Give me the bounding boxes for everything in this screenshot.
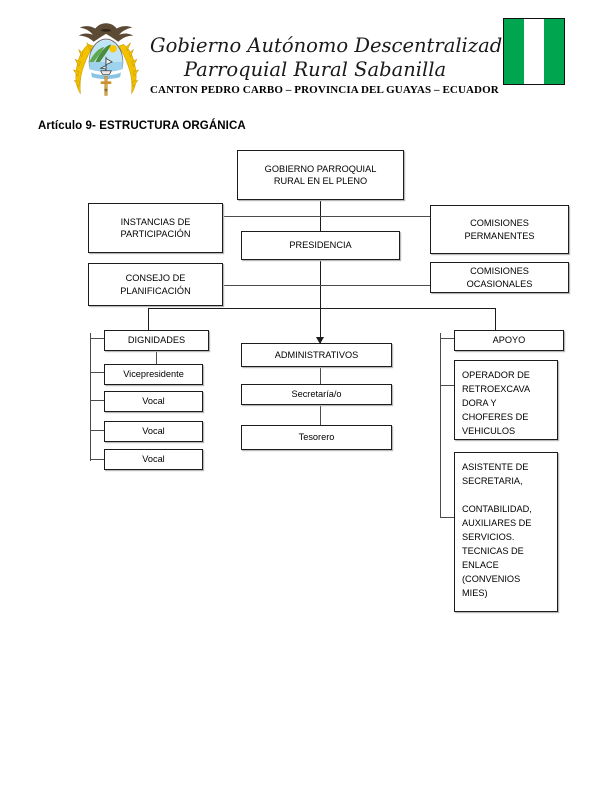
node-label: OPERADOR DE RETROEXCAVA DORA Y CHOFERES …: [462, 370, 531, 436]
svg-text:★: ★: [103, 87, 109, 94]
node-vocal-3[interactable]: Vocal: [104, 449, 203, 470]
node-label: CONSEJO DE PLANIFICACIÓN: [120, 273, 191, 296]
org-title-line-2: Parroquial Rural Sabanilla: [183, 58, 447, 81]
node-label: Vocal: [142, 396, 165, 407]
node-consejo-planificacion[interactable]: CONSEJO DE PLANIFICACIÓN: [88, 263, 223, 306]
bracket-apoyo-spine: [440, 333, 441, 518]
node-label: APOYO: [492, 335, 526, 346]
bracket-stub-dignidades: [90, 338, 104, 339]
node-gobierno-parroquial-pleno[interactable]: GOBIERNO PARROQUIAL RURAL EN EL PLENO: [237, 150, 404, 200]
node-label: COMISIONES OCASIONALES: [466, 266, 533, 289]
connector-administrativos-secretaria: [320, 367, 321, 384]
node-tesorero[interactable]: Tesorero: [241, 425, 392, 450]
node-administrativos[interactable]: ADMINISTRATIVOS: [241, 343, 392, 367]
node-asistente-secretaria[interactable]: ASISTENTE DE SECRETARIA, CONTABILIDAD, A…: [454, 452, 558, 612]
node-dignidades[interactable]: DIGNIDADES: [104, 330, 209, 351]
node-comisiones-ocasionales[interactable]: COMISIONES OCASIONALES: [430, 262, 569, 293]
node-label: ADMINISTRATIVOS: [274, 349, 359, 360]
flag-band-center: [524, 19, 544, 84]
bracket-stub-vicepresidente: [90, 372, 104, 373]
page-title: Artículo 9- ESTRUCTURA ORGÁNICA: [38, 120, 246, 132]
flag-band-right: [544, 19, 564, 84]
connector-drop-dignidades: [148, 308, 149, 331]
org-subtitle: CANTON PEDRO CARBO – PROVINCIA DEL GUAYA…: [150, 84, 499, 96]
document-header: ★ Gobierno Autónomo Descentralizado Parr…: [0, 0, 612, 112]
arrow-to-administrativos-icon: [316, 337, 324, 344]
node-operador-retroexcavadora[interactable]: OPERADOR DE RETROEXCAVA DORA Y CHOFERES …: [454, 360, 558, 440]
bracket-stub-vocal-2: [90, 430, 104, 431]
node-label: Vocal: [142, 426, 165, 437]
node-comisiones-permanentes[interactable]: COMISIONES PERMANENTES: [430, 205, 569, 254]
connector-dignidades-vicepresidente: [156, 351, 157, 365]
node-presidencia[interactable]: PRESIDENCIA: [241, 231, 400, 260]
node-label: Tesorero: [298, 432, 335, 443]
node-vicepresidente[interactable]: Vicepresidente: [104, 364, 203, 385]
bracket-stub-asistente: [440, 517, 454, 518]
ecuador-coat-of-arms-icon: ★: [62, 18, 150, 106]
connector-tier3-bar: [148, 308, 496, 309]
connector-pleno-vertical: [320, 200, 321, 344]
node-label: INSTANCIAS DE PARTICIPACIÓN: [120, 216, 191, 240]
node-vocal-2[interactable]: Vocal: [104, 421, 203, 442]
node-label: COMISIONES PERMANENTES: [464, 218, 535, 241]
node-label: PRESIDENCIA: [289, 240, 352, 251]
node-instancias-participacion[interactable]: INSTANCIAS DE PARTICIPACIÓN: [88, 203, 223, 253]
node-secretaria[interactable]: Secretaría/o: [241, 384, 392, 405]
flag-band-left: [504, 19, 524, 84]
node-label: ASISTENTE DE SECRETARIA, CONTABILIDAD, A…: [462, 462, 532, 598]
connector-instancias-comisiones: [222, 216, 432, 217]
node-label: DIGNIDADES: [127, 335, 186, 346]
node-label: Vicepresidente: [123, 369, 184, 380]
node-label: Secretaría/o: [291, 389, 342, 400]
node-apoyo[interactable]: APOYO: [454, 330, 564, 351]
connector-secretaria-tesorero: [320, 401, 321, 425]
org-title-line-1: Gobierno Autónomo Descentralizado: [150, 34, 514, 57]
sabanilla-flag-icon: [503, 18, 565, 85]
connector-consejo-ocasionales: [222, 285, 432, 286]
bracket-dignidades-spine: [90, 333, 91, 461]
bracket-stub-vocal-1: [90, 400, 104, 401]
node-label: GOBIERNO PARROQUIAL RURAL EN EL PLENO: [264, 163, 377, 187]
node-vocal-1[interactable]: Vocal: [104, 391, 203, 412]
node-label: Vocal: [142, 454, 165, 465]
bracket-stub-apoyo: [440, 338, 454, 339]
header-title-block: Gobierno Autónomo Descentralizado Parroq…: [150, 34, 514, 96]
bracket-stub-operador: [440, 385, 454, 386]
connector-drop-apoyo: [495, 308, 496, 331]
bracket-stub-vocal-3: [90, 459, 104, 460]
